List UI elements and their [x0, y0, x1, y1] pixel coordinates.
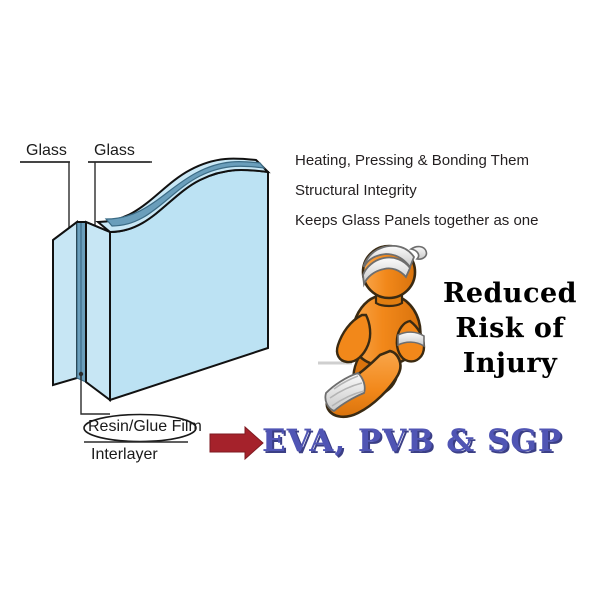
interlayer-core-line — [80, 222, 82, 380]
red-arrow-icon — [209, 425, 264, 461]
info-line-3: Keeps Glass Panels together as one — [295, 212, 539, 229]
headline-line-2: Risk of — [455, 313, 565, 344]
label-interlayer: Interlayer — [91, 446, 158, 463]
glass-left-face-inner — [85, 220, 111, 402]
headline-line-3: Injury — [462, 348, 558, 379]
foot-bandage-line-2 — [329, 382, 363, 399]
label-glass-inner: Glass — [94, 142, 135, 159]
injured-orange-person — [318, 244, 428, 419]
headline-line-1: Reduced — [442, 278, 578, 309]
head-bandage-lower — [362, 256, 412, 288]
headline-reduced-risk-of-injury: Reduced Risk of Injury — [424, 276, 596, 381]
head-bandage-knot — [408, 245, 428, 260]
foot-bandage-line-3 — [331, 390, 365, 407]
callout-interlayer-materials: EVA, PVB & SGP — [262, 423, 563, 459]
info-line-2: Structural Integrity — [295, 182, 417, 199]
label-glass-outer: Glass — [26, 142, 67, 159]
figure-left-arm — [335, 313, 372, 364]
interlayer-top-band — [104, 160, 266, 227]
glass-left-face-outer — [52, 220, 78, 387]
label-resin-glue-film: Resin/Glue Film — [88, 418, 202, 435]
info-line-1: Heating, Pressing & Bonding Them — [295, 152, 530, 169]
leader-resin — [78, 371, 110, 415]
info-text-block: Heating, Pressing & Bonding Them Structu… — [295, 146, 585, 236]
glass-top-left-edge — [52, 221, 111, 241]
arm-bandage — [397, 331, 425, 348]
foot-bandage — [324, 371, 366, 413]
glass-front-face — [109, 168, 269, 402]
foot-bandage-line-1 — [333, 375, 359, 390]
